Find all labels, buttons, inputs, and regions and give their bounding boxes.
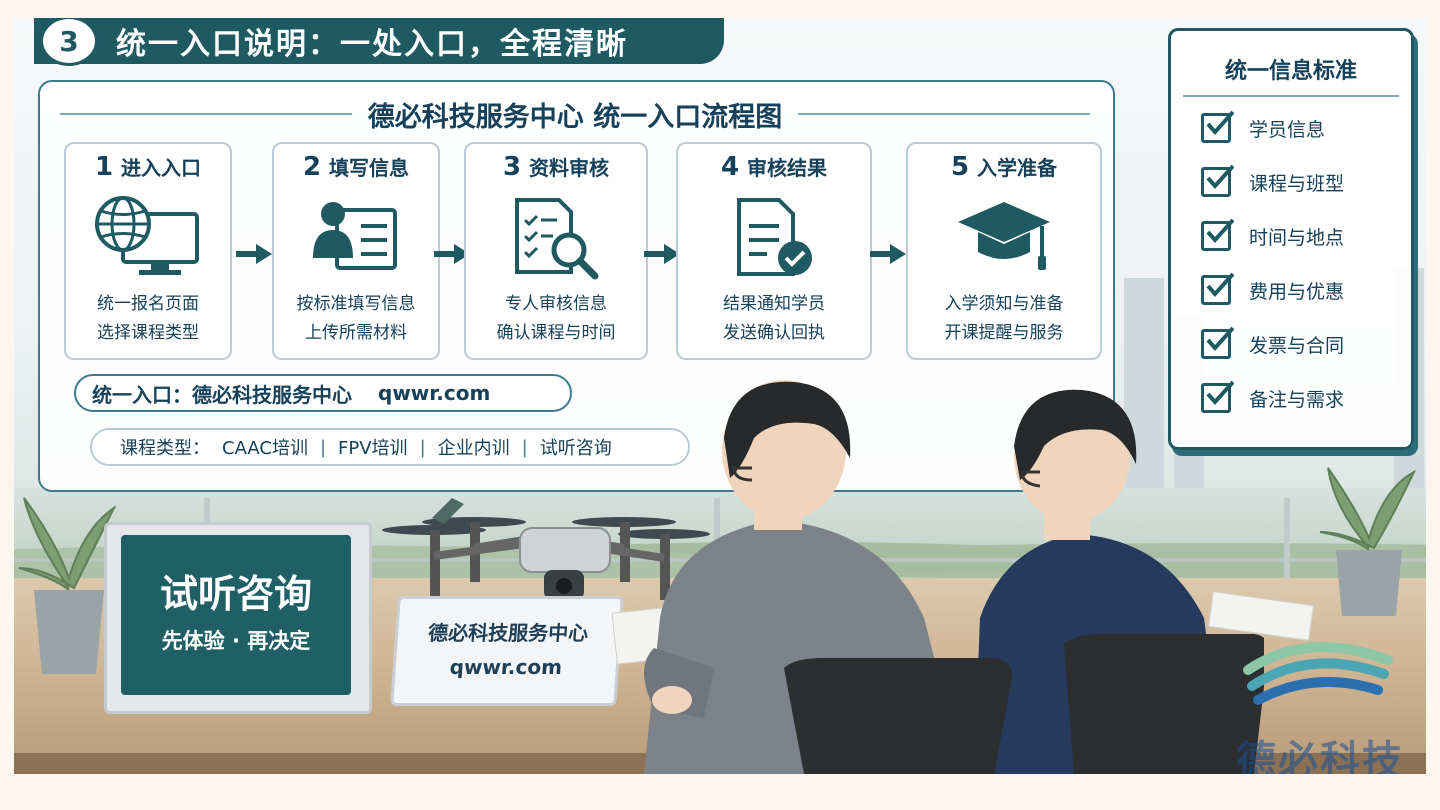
step-description: 入学须知与准备开课提醒与服务 bbox=[944, 294, 1064, 343]
checklist-magnifier-icon bbox=[515, 198, 599, 280]
checklist-item: 课程与班型 bbox=[1201, 164, 1344, 197]
separator: | bbox=[521, 436, 528, 458]
panel-title: 德必科技服务中心 统一入口流程图 bbox=[367, 101, 783, 133]
divider bbox=[1183, 95, 1399, 97]
background-building bbox=[1124, 278, 1164, 518]
checklist-title: 统一信息标准 bbox=[1224, 59, 1357, 84]
step-description: 按标准填写信息上传所需材料 bbox=[296, 294, 416, 343]
divider bbox=[798, 113, 1090, 115]
panel-title-row: 德必科技服务中心 统一入口流程图 bbox=[60, 92, 1090, 136]
checkbox-checked-icon bbox=[1201, 110, 1234, 143]
document-check-icon bbox=[737, 198, 812, 276]
window-post bbox=[1284, 498, 1290, 608]
info-standard-checklist: 统一信息标准 学员信息 课程与班型 时间与地点 费用与优惠 发票与合同 备注与需… bbox=[1168, 28, 1414, 450]
course-type-item: FPV培训 bbox=[338, 438, 408, 459]
arrow-right-icon bbox=[870, 244, 906, 264]
course-type-item: 企业内训 bbox=[437, 438, 510, 459]
separator: | bbox=[319, 436, 327, 458]
checkbox-checked-icon bbox=[1201, 164, 1234, 197]
course-types-label: 课程类型： bbox=[120, 438, 210, 459]
checkbox-checked-icon bbox=[1201, 380, 1234, 413]
step-description: 专人审核信息确认课程与时间 bbox=[496, 294, 616, 343]
checklist-item: 费用与优惠 bbox=[1201, 272, 1344, 305]
sign-name: 德必科技服务中心 bbox=[427, 621, 590, 645]
trial-consult-sign: 试听咨询 先体验 · 再决定 bbox=[104, 522, 372, 714]
potted-plant-right bbox=[1319, 467, 1417, 616]
step-description: 结果通知学员发送确认回执 bbox=[723, 294, 825, 343]
potted-plant-left bbox=[18, 497, 117, 674]
sign-url: qwwr.com bbox=[448, 655, 563, 679]
user-form-icon bbox=[313, 202, 397, 270]
arrow-right-icon bbox=[236, 244, 272, 264]
sign-headline: 试听咨询 bbox=[159, 572, 312, 616]
service-center-sign: 德必科技服务中心 qwwr.com bbox=[390, 596, 624, 706]
course-type-item: CAAC培训 bbox=[222, 438, 308, 459]
checkbox-checked-icon bbox=[1201, 218, 1234, 251]
course-types-bar: 课程类型： CAAC培训 | FPV培训 | 企业内训 | 试听咨询 bbox=[90, 428, 690, 466]
checkbox-checked-icon bbox=[1201, 272, 1234, 305]
arrow-right-icon bbox=[644, 244, 680, 264]
two-people-illustration bbox=[644, 380, 1264, 774]
globe-monitor-icon bbox=[95, 196, 199, 275]
section-title-banner: 3 统一入口说明：一处入口，全程清晰 bbox=[34, 18, 724, 66]
checkbox-checked-icon bbox=[1201, 326, 1234, 359]
unified-entry-bar: 统一入口：德必科技服务中心 qwwr.com bbox=[74, 374, 572, 412]
arrow-right-icon bbox=[434, 244, 470, 264]
step-description: 统一报名页面选择课程类型 bbox=[97, 294, 199, 343]
company-watermark: 德必科技 bbox=[1236, 738, 1404, 774]
sign-subline: 先体验 · 再决定 bbox=[161, 629, 311, 653]
checklist-item: 备注与需求 bbox=[1201, 380, 1344, 413]
entry-label: 统一入口：德必科技服务中心 bbox=[92, 382, 352, 407]
sign-face: 试听咨询 先体验 · 再决定 bbox=[121, 535, 351, 695]
separator: | bbox=[419, 436, 426, 458]
graduation-cap-icon bbox=[958, 202, 1050, 270]
section-number: 3 bbox=[40, 18, 98, 66]
checklist-item: 发票与合同 bbox=[1201, 326, 1344, 359]
checklist-item: 时间与地点 bbox=[1201, 218, 1344, 251]
entry-url: qwwr.com bbox=[378, 381, 491, 405]
section-title: 统一入口说明：一处入口，全程清晰 bbox=[116, 27, 628, 62]
divider bbox=[60, 113, 352, 115]
checklist-item: 学员信息 bbox=[1201, 110, 1325, 143]
company-logo bbox=[1243, 642, 1393, 705]
drone-illustration bbox=[382, 498, 710, 600]
course-type-item: 试听咨询 bbox=[539, 438, 612, 459]
